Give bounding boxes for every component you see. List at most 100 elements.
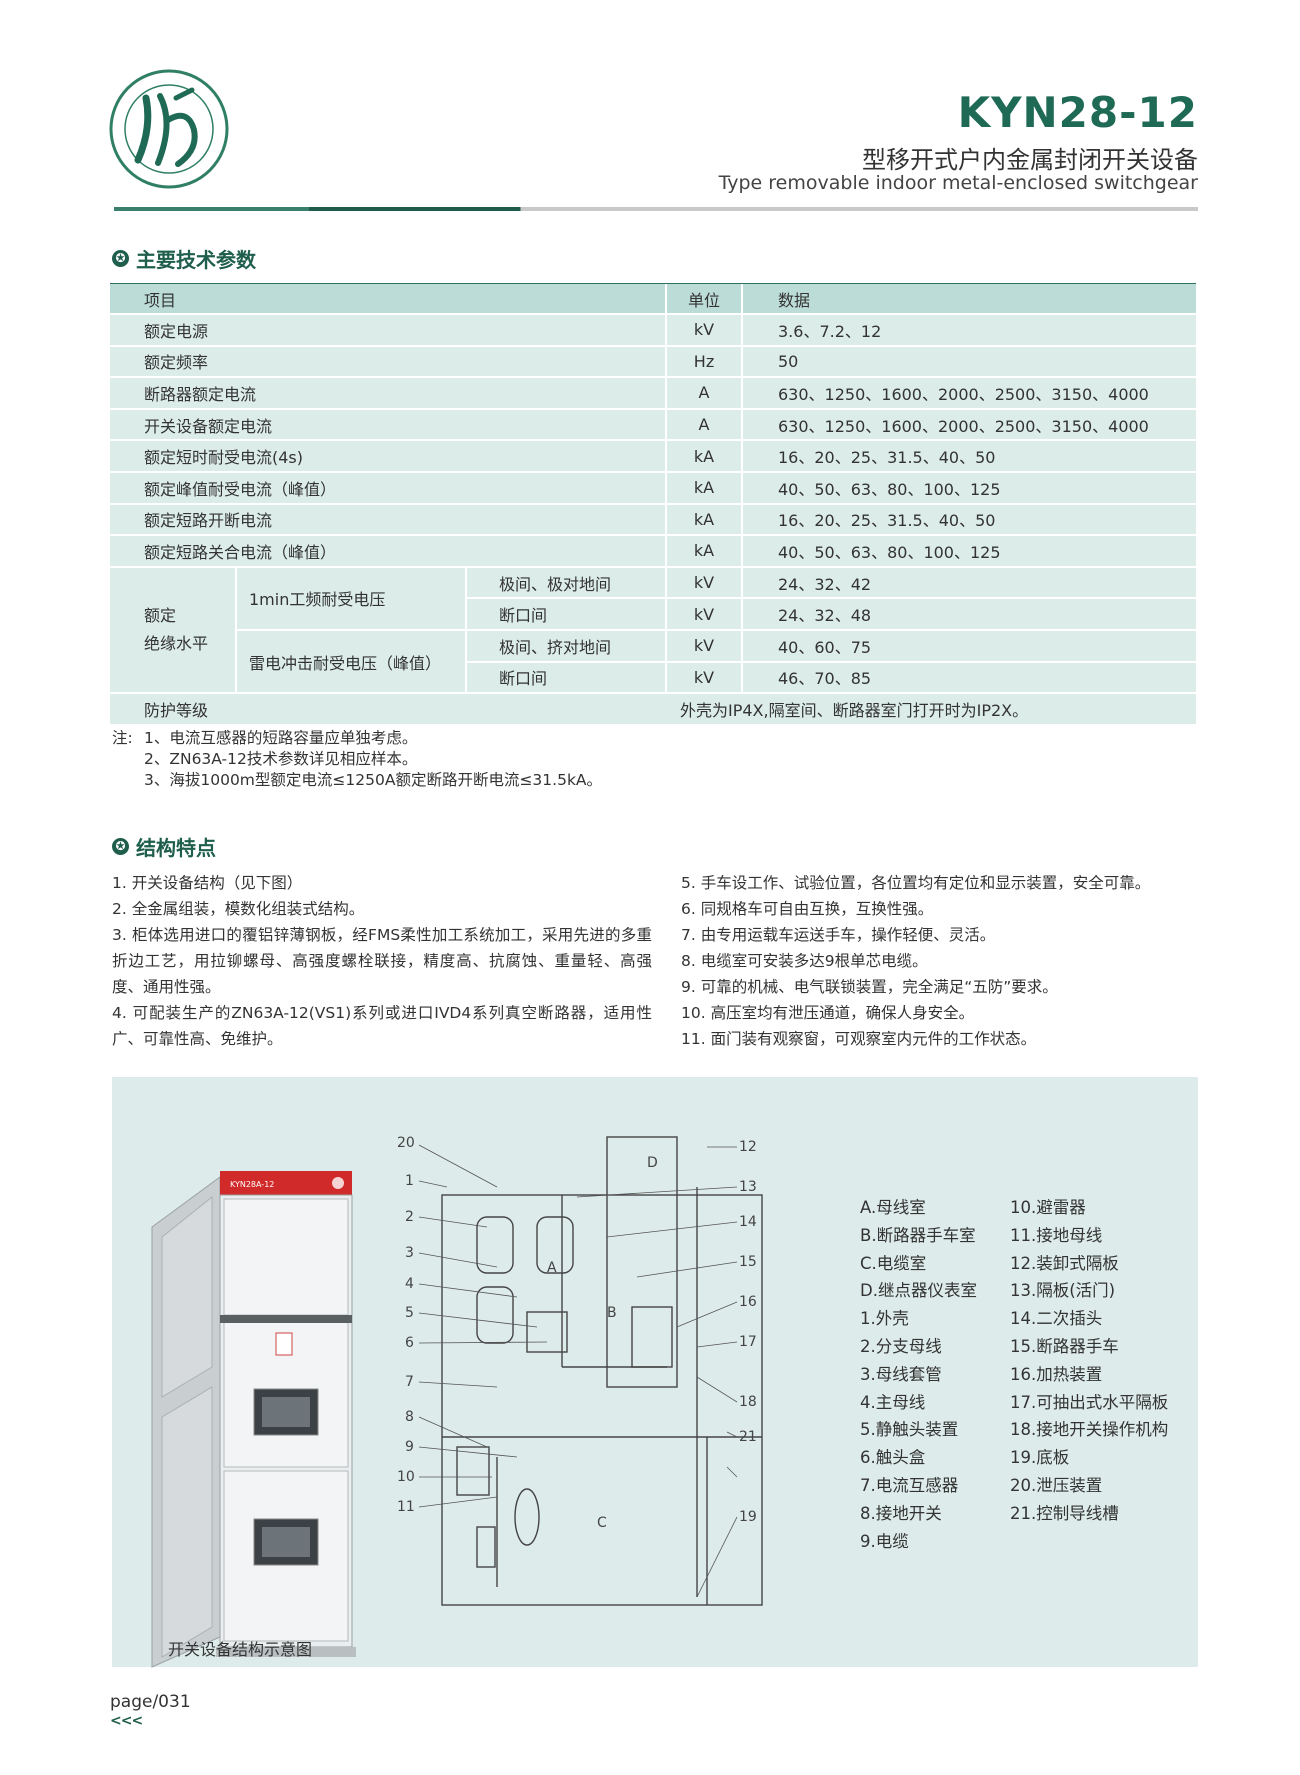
legend-item: 21.控制导线槽 <box>1010 1503 1119 1523</box>
insulation-group-line1: 额定 <box>144 605 177 625</box>
feature-item: 1. 开关设备结构（见下图） <box>112 874 303 892</box>
callout-number: 1 <box>405 1173 414 1189</box>
legend-item: A.母线室 <box>860 1198 926 1217</box>
insulation-group-cell: 额定 绝缘水平 <box>110 566 237 695</box>
callout-number: 10 <box>397 1469 415 1485</box>
row-sub: 极间、挤对地间 <box>466 629 667 663</box>
features-right-column: 5. 手车设工作、试验位置，各位置均有定位和显示装置，安全可靠。 6. 同规格车… <box>681 870 1201 1052</box>
spec-section-title: ✪ 主要技术参数 <box>112 244 256 273</box>
row-unit: kV <box>665 598 743 631</box>
legend-item: 9.电缆 <box>860 1531 909 1551</box>
legend-item: 16.加热装置 <box>1010 1364 1103 1384</box>
row-item: 额定短时耐受电流(4s) <box>110 440 666 473</box>
callout-number: 5 <box>405 1305 414 1321</box>
row-unit: A <box>665 377 743 410</box>
row-sub: 断口间 <box>466 598 667 631</box>
row-unit: kV <box>665 566 743 600</box>
row-item: 开关设备额定电流 <box>110 408 666 442</box>
switchgear-cabinet-illustration: KYN28A-12 <box>151 1171 356 1668</box>
row-sub: 断口间 <box>466 661 667 695</box>
table-row: 雷电冲击耐受电压（峰值） 极间、挤对地间 kV 40、60、75 <box>110 629 1196 695</box>
insulation-group-line2: 绝缘水平 <box>144 633 209 653</box>
feature-item: 5. 手车设工作、试验位置，各位置均有定位和显示装置，安全可靠。 <box>681 874 1151 892</box>
notes: 注: 1、电流互感器的短路容量应单独考虑。 2、ZN63A-12技术参数详见相应… <box>112 728 602 791</box>
note-line: 1、电流互感器的短路容量应单独考虑。 <box>144 729 418 747</box>
note-line: 2、ZN63A-12技术参数详见相应样本。 <box>144 750 418 768</box>
legend-item: D.继点器仪表室 <box>860 1281 977 1301</box>
row-value: 16、20、25、31.5、40、50 <box>742 503 1196 537</box>
callout-number: 19 <box>739 1509 757 1525</box>
legend-item: 2.分支母线 <box>860 1336 942 1356</box>
feature-item: 11. 面门装有观察窗，可观察室内元件的工作状态。 <box>681 1030 1037 1048</box>
callout-number: 6 <box>405 1335 414 1351</box>
row-value: 3.6、7.2、12 <box>742 314 1196 347</box>
star-bullet-icon: ✪ <box>112 838 129 855</box>
row-value: 24、32、42 <box>742 566 1196 600</box>
header-divider <box>114 207 1198 211</box>
callout-number: 9 <box>405 1439 414 1455</box>
row-unit: kA <box>665 535 743 568</box>
row-unit: kA <box>665 503 743 537</box>
legend-item: 7.电流互感器 <box>860 1475 959 1495</box>
legend-item: 1.外壳 <box>860 1309 909 1329</box>
power-freq-label: 1min工频耐受电压 <box>236 566 467 631</box>
product-title-en: Type removable indoor metal-enclosed swi… <box>718 172 1198 194</box>
callout-number: 17 <box>739 1334 757 1350</box>
protection-item: 防护等级 <box>110 693 666 726</box>
callout-number: 18 <box>739 1394 757 1410</box>
compartment-label-c: C <box>597 1515 607 1531</box>
callout-number: 16 <box>739 1294 757 1310</box>
legend-item: 13.隔板(活门) <box>1010 1281 1116 1301</box>
lightning-label: 雷电冲击耐受电压（峰值） <box>236 629 467 695</box>
row-sub: 极间、极对地间 <box>466 566 667 600</box>
header-item: 项目 <box>110 284 666 315</box>
feature-item: 2. 全金属组装，模数化组装式结构。 <box>112 900 365 918</box>
row-item: 断路器额定电流 <box>110 377 666 410</box>
callout-number: 21 <box>739 1429 757 1445</box>
header-value: 数据 <box>742 284 1196 315</box>
structure-diagram: A B C D 20 1 2 3 4 5 6 7 8 9 10 11 12 13… <box>397 1135 763 1606</box>
company-logo <box>108 68 230 190</box>
row-unit: kV <box>665 629 743 663</box>
feature-item: 8. 电缆室可安装多达9根单芯电缆。 <box>681 952 928 970</box>
back-arrows-icon[interactable]: <<< <box>110 1713 143 1729</box>
row-value: 50 <box>742 345 1196 379</box>
cabinet-label: KYN28A-12 <box>230 1180 274 1189</box>
legend-item: B.断路器手车室 <box>860 1225 976 1245</box>
legend-item: 12.装卸式隔板 <box>1010 1253 1119 1273</box>
row-unit: kV <box>665 661 743 695</box>
legend-item: 3.母线套管 <box>860 1364 942 1384</box>
row-item: 额定电源 <box>110 314 666 347</box>
row-value: 630、1250、1600、2000、2500、3150、4000 <box>742 377 1196 410</box>
legend-item: C.电缆室 <box>860 1253 927 1273</box>
feature-item: 6. 同规格车可自由互换，互换性强。 <box>681 900 934 918</box>
callout-number: 13 <box>739 1179 757 1195</box>
compartment-label-b: B <box>607 1305 617 1321</box>
note-line: 3、海拔1000m型额定电流≤1250A额定断路开断电流≤31.5kA。 <box>144 771 603 789</box>
legend-item: 17.可抽出式水平隔板 <box>1010 1392 1169 1412</box>
callout-number: 4 <box>405 1276 414 1292</box>
legend-right: 10.避雷器 11.接地母线 12.装卸式隔板 13.隔板(活门) 14.二次插… <box>1010 1194 1168 1528</box>
notes-prefix: 注: <box>112 729 133 747</box>
spec-section-title-text: 主要技术参数 <box>136 248 256 272</box>
diagram-caption: 开关设备结构示意图 <box>168 1640 313 1659</box>
compartment-label-a: A <box>547 1260 557 1276</box>
protection-value: 外壳为IP4X,隔室间、断路器室门打开时为IP2X。 <box>666 693 1196 726</box>
table-row: 断口间 kV 46、70、85 <box>110 661 1196 695</box>
legend-item: 15.断路器手车 <box>1010 1336 1119 1356</box>
row-unit: A <box>665 408 743 442</box>
legend-item: 8.接地开关 <box>860 1503 942 1523</box>
diagram-panel: KYN28A-12 <box>112 1077 1198 1668</box>
callout-number: 3 <box>405 1245 414 1261</box>
row-unit: Hz <box>665 345 743 379</box>
table-row: 断口间 kV 24、32、48 <box>110 598 1196 631</box>
row-value: 40、50、63、80、100、125 <box>742 535 1196 568</box>
callout-number: 8 <box>405 1409 414 1425</box>
row-item: 额定短路开断电流 <box>110 503 666 537</box>
table-row-protection: 防护等级 外壳为IP4X,隔室间、断路器室门打开时为IP2X。 <box>110 693 1196 726</box>
